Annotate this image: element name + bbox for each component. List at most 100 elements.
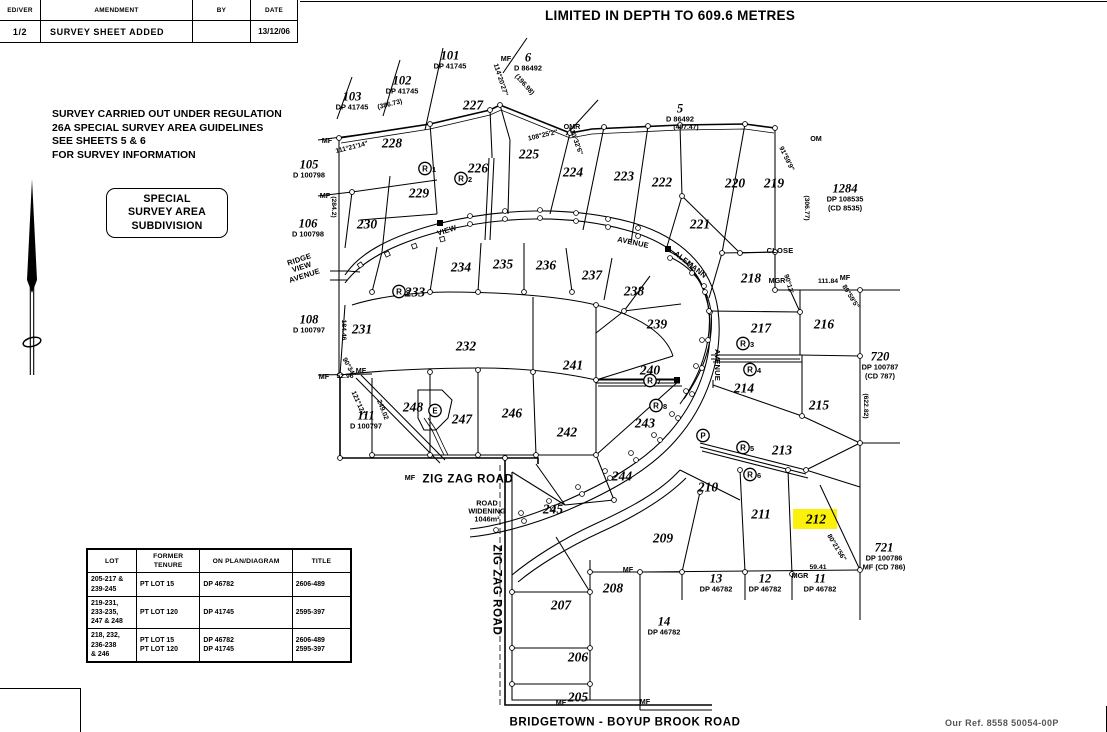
external-lot-plan: D 86492 — [666, 114, 694, 124]
stamp-line-2: SURVEY AREA — [128, 206, 206, 219]
north-arrow-icon — [22, 179, 42, 375]
lot-label-highlighted-212[interactable]: 212 — [805, 511, 827, 527]
amendment-table: ED/VER AMENDMENT BY DATE 1/2 SURVEY SHEE… — [0, 0, 298, 43]
dimension-label-2: (284.2) — [329, 196, 337, 218]
lot-label-215[interactable]: 215 — [808, 397, 830, 413]
lot-label-217[interactable]: 217 — [750, 320, 772, 336]
survey-note: SURVEY CARRIED OUT UNDER REGULATION 26A … — [52, 108, 282, 162]
lot-label-227[interactable]: 227 — [462, 97, 484, 113]
lot-label-238[interactable]: 238 — [623, 283, 645, 299]
lot-label-206[interactable]: 206 — [567, 649, 589, 665]
road-label-close[interactable]: CLOSE — [766, 245, 794, 255]
svg-text:R: R — [647, 377, 653, 386]
bottom-reference: Our Ref. 8558 50054-00P — [945, 718, 1059, 728]
lot-label-231[interactable]: 231 — [351, 321, 373, 337]
svg-text:R: R — [740, 444, 746, 453]
boundary-mark-mf-8: MF — [355, 365, 367, 375]
tenure-header-lot: LOT — [87, 548, 137, 574]
external-lot-number: 102 — [392, 73, 412, 88]
lot-label-240[interactable]: 240 — [639, 362, 661, 378]
external-lot-number: 720 — [870, 349, 890, 364]
lot-label-234[interactable]: 234 — [450, 259, 472, 275]
lot-label-241[interactable]: 241 — [562, 357, 584, 373]
lot-label-224[interactable]: 224 — [562, 164, 584, 180]
lot-label-207[interactable]: 207 — [550, 597, 572, 613]
road-label-zig-zag-road[interactable]: ZIG ZAG ROAD — [422, 473, 514, 486]
lot-label-208[interactable]: 208 — [602, 580, 624, 596]
boundary-nodes — [336, 102, 863, 687]
external-lot-number: 13 — [709, 571, 723, 586]
boundary-mark-mf-11: MF — [622, 564, 634, 574]
external-lot-number: 111 — [357, 408, 375, 423]
lot-label-205[interactable]: 205 — [567, 689, 589, 705]
tenure-lot: 218, 232,236-238& 246 — [87, 628, 137, 663]
lot-label-214[interactable]: 214 — [733, 380, 755, 396]
lot-label-218[interactable]: 218 — [740, 270, 762, 286]
lot-label-226[interactable]: 226 — [467, 160, 489, 176]
lot-label-246[interactable]: 246 — [501, 405, 523, 421]
external-lot-cd: (CD 8535) — [827, 203, 863, 213]
lot-label-216[interactable]: 216 — [813, 316, 835, 332]
lot-label-209[interactable]: 209 — [652, 530, 674, 546]
lot-label-239[interactable]: 239 — [646, 316, 668, 332]
lot-label-223[interactable]: 223 — [613, 168, 635, 184]
tenure-row: 219-231,233-235,247 & 248 PT LOT 120 DP … — [87, 595, 352, 630]
lot-label-235[interactable]: 235 — [492, 256, 514, 272]
lot-label-248[interactable]: 248 — [402, 399, 424, 415]
lot-label-233[interactable]: 233 — [404, 284, 426, 300]
amendment-row: 1/2 SURVEY SHEET ADDED 13/12/06 — [0, 21, 297, 42]
boundary-mark-mgr-10: MGR — [791, 570, 809, 580]
lot-label-221[interactable]: 221 — [689, 216, 711, 232]
stamp-line-3: SUBDIVISION — [131, 219, 203, 232]
road-label-bridgetown-boyup-brook-road[interactable]: BRIDGETOWN - BOYUP BROOK ROAD — [509, 716, 741, 729]
lot-label-243[interactable]: 243 — [634, 415, 656, 431]
survey-note-line-4: FOR SURVEY INFORMATION — [52, 149, 196, 161]
lot-label-210[interactable]: 210 — [697, 479, 719, 495]
frame-corner-bottom-left — [0, 688, 81, 732]
lot-label-229[interactable]: 229 — [408, 185, 430, 201]
lot-label-242[interactable]: 242 — [556, 424, 578, 440]
lot-label-228[interactable]: 228 — [381, 135, 403, 151]
dimension-label-11: 111.84 — [817, 278, 839, 286]
external-lot-number: 14 — [657, 614, 671, 629]
lot-label-244[interactable]: 244 — [611, 468, 633, 484]
external-lot-number: 103 — [342, 89, 362, 104]
dimension-label-18: 52.96 — [336, 373, 354, 381]
external-lot-number: 105 — [299, 157, 319, 172]
lot-label-211[interactable]: 211 — [751, 506, 771, 522]
lot-label-213[interactable]: 213 — [771, 442, 793, 458]
lot-label-247[interactable]: 247 — [451, 411, 473, 427]
road-label-avenue[interactable]: AVENUE — [713, 349, 723, 381]
amendment-header-edver: ED/VER — [0, 0, 41, 21]
boundary-mark-mf-0: MF — [500, 53, 512, 63]
amendment-date: 13/12/06 — [258, 27, 290, 36]
lot-label-222[interactable]: 222 — [651, 174, 673, 190]
road-label-zig-zag-road[interactable]: ZIG ZAG ROAD — [490, 544, 503, 636]
zigzag-road-and-southern-lots — [499, 458, 712, 706]
lot-label-245[interactable]: 245 — [542, 501, 564, 517]
survey-note-line-3: SEE SHEETS 5 & 6 — [52, 136, 146, 148]
external-lot-number: 5 — [676, 101, 684, 116]
external-lot-plan: D 100797 — [292, 325, 326, 335]
external-lot-number: 12 — [758, 571, 772, 586]
survey-note-line-1: SURVEY CARRIED OUT UNDER REGULATION — [52, 109, 282, 120]
svg-text:9: 9 — [406, 288, 410, 297]
lot-label-236[interactable]: 236 — [535, 257, 557, 273]
dimension-label-15: 59.41 — [809, 564, 827, 572]
boundary-mark-mgr-5: MGR — [768, 275, 786, 285]
external-lot-plan: DP 100787 — [861, 362, 899, 372]
lot-label-220[interactable]: 220 — [724, 175, 746, 191]
lot-label-225[interactable]: 225 — [518, 146, 540, 162]
amendment-by — [193, 21, 251, 42]
external-lot-plan: DP 46782 — [699, 584, 733, 594]
lot-label-219[interactable]: 219 — [763, 175, 785, 191]
lot-label-230[interactable]: 230 — [356, 216, 378, 232]
lot-label-232[interactable]: 232 — [455, 338, 477, 354]
svg-text:R: R — [458, 175, 464, 184]
lot-label-237[interactable]: 237 — [581, 267, 603, 283]
tenure-former: PT LOT 15 — [135, 572, 201, 597]
